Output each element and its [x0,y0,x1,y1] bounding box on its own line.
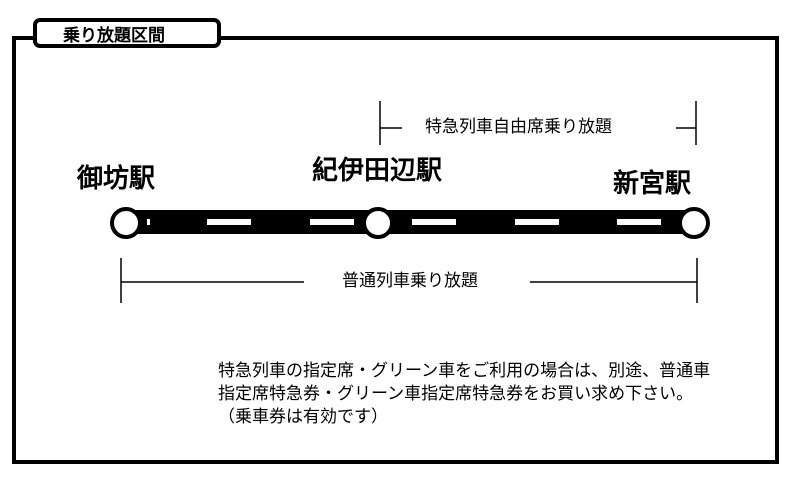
local-range-label: 普通列車乗り放題 [342,271,478,291]
station-label-gobo: 御坊駅 [77,164,156,194]
station-marker-shingu [678,207,710,239]
station-label-shingu: 新宮駅 [613,169,692,199]
ticket-note-line-3: （乗車券は有効です） [218,407,388,427]
station-label-kii-tanabe: 紀伊田辺駅 [312,156,443,186]
ticket-note: 特急列車の指定席・グリーン車をご利用の場合は、別途、普通車 指定席特急券・グリー… [218,360,710,429]
section-tab-title: 乗り放題区間 [33,18,221,48]
limited-express-range-label: 特急列車自由席乗り放題 [425,117,612,137]
diagram-frame [12,36,779,464]
railway-track-dashes [147,219,661,225]
station-marker-kii-tanabe [362,207,394,239]
ticket-note-line-2: 指定席特急券・グリーン車指定席特急券をお買い求め下さい。 [218,384,694,404]
station-marker-gobo [110,207,142,239]
ticket-note-line-1: 特急列車の指定席・グリーン車をご利用の場合は、別途、普通車 [218,361,711,381]
